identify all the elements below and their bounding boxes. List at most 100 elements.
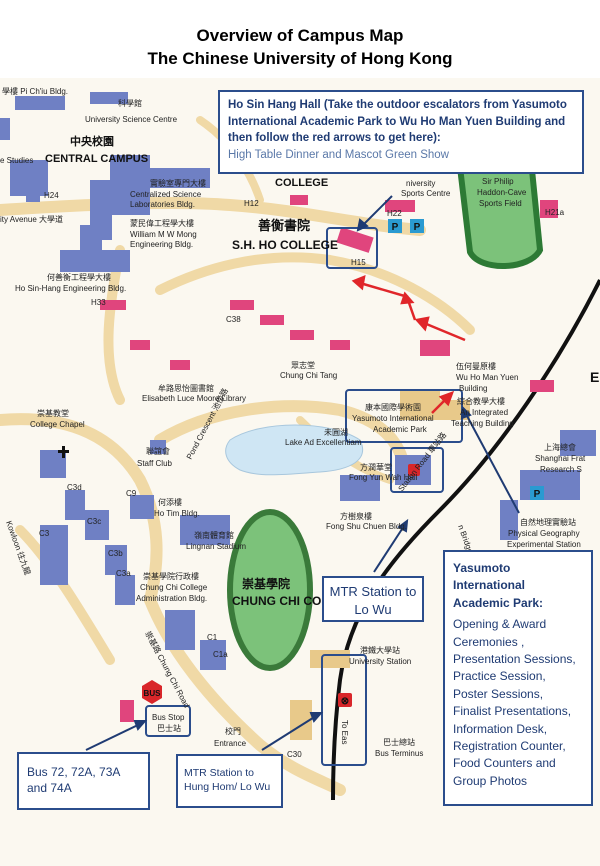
label-h22: H22 bbox=[387, 209, 402, 218]
label-lake: Lake Ad Excellentiam bbox=[285, 438, 362, 447]
label-haddon-1: Sir Philip bbox=[482, 177, 514, 186]
label-h21: H21a bbox=[545, 208, 565, 217]
label-fongshu: Fong Shu Chuen Bldg. bbox=[326, 522, 407, 531]
building-studies bbox=[0, 118, 10, 140]
red-arrow-3-head bbox=[414, 316, 430, 332]
building-c3c bbox=[85, 510, 109, 540]
red-arrows bbox=[351, 275, 466, 414]
label-c3a: C3a bbox=[116, 569, 131, 578]
arrow-to-h15 bbox=[361, 195, 393, 227]
label-haddon-3: Sports Field bbox=[479, 199, 522, 208]
arrow-to-station bbox=[261, 715, 317, 751]
parking-sign-1-label: P bbox=[392, 222, 399, 233]
label-admin-1: Chung Chi College bbox=[140, 583, 208, 592]
parking-signs: P P P bbox=[388, 219, 544, 500]
label-busstop-2: 巴士站 bbox=[157, 723, 181, 733]
arrow-to-h15-head bbox=[356, 218, 369, 232]
blue-buildings bbox=[0, 92, 596, 670]
label-h15: H15 bbox=[351, 258, 366, 267]
label-shho-cn: 善衡書院 bbox=[258, 218, 310, 233]
ho-sin-hang-heading: Ho Sin Hang Hall (Take the outdoor escal… bbox=[228, 99, 567, 145]
park-detail: Opening & Award Ceremonies , Presentatio… bbox=[453, 617, 576, 788]
parking-sign-3 bbox=[530, 486, 544, 500]
building-shanghai bbox=[520, 470, 580, 500]
building-c9 bbox=[130, 495, 154, 519]
building-cc-c bbox=[100, 300, 126, 310]
red-arrow-4-head bbox=[438, 390, 455, 407]
label-staff-club-cn: 聯誼會 bbox=[146, 446, 170, 456]
label-admin-2: Administration Bldg. bbox=[136, 594, 207, 603]
label-lingnan-cn: 嶺南體育館 bbox=[194, 530, 234, 540]
label-centralized-1: Centralized Science bbox=[130, 190, 202, 199]
mtr-station-icon-2 bbox=[408, 464, 420, 476]
label-chapel: College Chapel bbox=[30, 420, 85, 429]
chung-chi-sports-field bbox=[227, 509, 313, 671]
label-physical-cn: 自然地理實驗站 bbox=[520, 517, 576, 527]
ho-sin-hang-highlight bbox=[326, 227, 378, 269]
label-physical-2: Experimental Station bbox=[507, 540, 581, 549]
label-chungchi-cn: 崇基學院 bbox=[242, 576, 290, 591]
label-c3: C3 bbox=[39, 529, 50, 538]
label-bus-terminus-cn: 巴士總站 bbox=[383, 737, 415, 747]
parking-sign-2 bbox=[410, 219, 424, 233]
mtr-hung-hom-callout: MTR Station to Hung Hom/ Lo Wu bbox=[176, 754, 283, 808]
building-physical-geo bbox=[500, 500, 518, 540]
building-c3d bbox=[65, 490, 85, 520]
label-shanghai-2: Research S bbox=[540, 465, 582, 474]
label-integrated-cn: 綜合教學大樓 bbox=[457, 396, 505, 406]
building-c1a bbox=[200, 640, 226, 670]
label-entrance-cn: 校門 bbox=[225, 726, 241, 736]
label-fong-yun-wah-cn: 方潤華堂 bbox=[360, 462, 392, 472]
chapel-cross-icon bbox=[58, 446, 69, 458]
label-centralized-cn: 實驗室專門大樓 bbox=[150, 178, 206, 188]
building-h15 bbox=[336, 227, 374, 253]
building-c38-b bbox=[260, 315, 284, 325]
building-h24-wing bbox=[26, 180, 40, 202]
label-hsh-eng-cn: 何善衡工程學大樓 bbox=[47, 272, 111, 282]
label-shanghai-cn: 上海總會 bbox=[544, 442, 576, 452]
station-road-highlight bbox=[390, 447, 444, 493]
building-c3b bbox=[105, 545, 127, 575]
label-mong-cn: 蒙民偉工程學大樓 bbox=[130, 218, 194, 228]
label-bus-terminus: Bus Terminus bbox=[375, 749, 423, 758]
red-arrow-3 bbox=[423, 321, 466, 342]
building-c1 bbox=[165, 610, 195, 650]
arrow-to-bus-stop-head bbox=[133, 720, 148, 731]
bus-callout: Bus 72, 72A, 73A and 74A bbox=[17, 752, 150, 810]
label-wuhoman-1: Wu Ho Man Yuen bbox=[456, 373, 518, 382]
building-centralized bbox=[110, 155, 150, 215]
label-c1: C1 bbox=[207, 633, 218, 642]
park-heading: Yasumoto International Academic Park: bbox=[453, 561, 544, 610]
label-lingnan: Lingnan Stadium bbox=[186, 542, 246, 551]
label-wuhoman-2: Building bbox=[459, 384, 487, 393]
map-title-line2: The Chinese University of Hong Kong bbox=[147, 49, 453, 68]
label-c3b: C3b bbox=[108, 549, 123, 558]
ho-sin-hang-callout: Ho Sin Hang Hall (Take the outdoor escal… bbox=[218, 90, 584, 174]
label-chung-chi-tang: Chung Chi Tang bbox=[280, 371, 337, 380]
label-c38: C38 bbox=[226, 315, 241, 324]
label-physical-1: Physical Geography bbox=[508, 529, 580, 538]
map-title-line1: Overview of Campus Map bbox=[196, 26, 404, 45]
label-college-top: COLLEGE bbox=[275, 177, 328, 189]
building-mong bbox=[90, 180, 112, 240]
label-c1a: C1a bbox=[213, 650, 228, 659]
building-cc-a bbox=[130, 340, 150, 350]
label-sports-centre-2: Sports Centre bbox=[401, 189, 451, 198]
building-shanghai-annex bbox=[560, 430, 596, 456]
label-centralized-2: Laboratories Bldg. bbox=[130, 200, 195, 209]
label-wuhoman-cn: 伍何曼原樓 bbox=[456, 361, 496, 371]
bus-callout-text: Bus 72, 72A, 73A and 74A bbox=[27, 765, 120, 796]
label-fongshu-cn: 方樹泉樓 bbox=[340, 511, 372, 521]
building-hsh-eng bbox=[60, 250, 130, 272]
building-yasumoto bbox=[400, 390, 440, 420]
red-arrow-1 bbox=[359, 281, 409, 299]
building-chapel bbox=[40, 450, 66, 478]
bus-sign-icon: BUS bbox=[142, 680, 162, 704]
label-hotim-cn: 何添樓 bbox=[158, 497, 182, 507]
label-mong-2: Engineering Bldg. bbox=[130, 240, 193, 249]
label-c30: C30 bbox=[287, 750, 302, 759]
building-cc-b bbox=[170, 360, 190, 370]
svg-text:⊗: ⊗ bbox=[341, 696, 349, 707]
building-science bbox=[90, 92, 128, 104]
mtr-hung-hom-text: MTR Station to Hung Hom/ Lo Wu bbox=[184, 767, 271, 794]
